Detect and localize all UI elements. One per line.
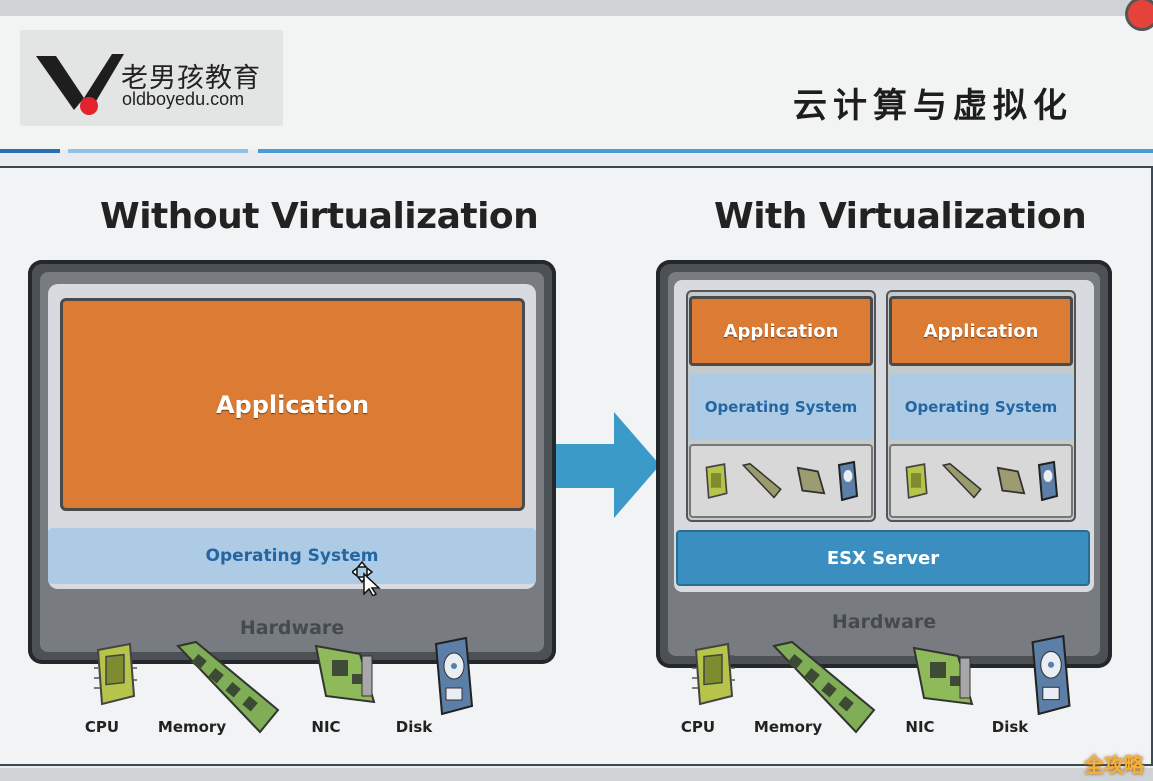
disk-drive-icon: [434, 636, 474, 716]
vm1-application-layer: Application: [689, 296, 873, 366]
cpu-label: CPU: [84, 718, 120, 736]
esx-server-layer: ESX Server: [676, 530, 1090, 586]
record-indicator-icon: [1128, 0, 1153, 28]
nic-label: NIC: [905, 718, 935, 736]
disk-label: Disk: [991, 718, 1029, 736]
slide-title: 云计算与虚拟化: [793, 86, 1073, 126]
memory-label: Memory: [753, 718, 823, 736]
vm2-os-label: Operating System: [904, 398, 1058, 416]
esx-server-label: ESX Server: [826, 547, 940, 569]
vm2-application-layer: Application: [889, 296, 1073, 366]
hardware-label: Hardware: [239, 617, 345, 639]
without-hardware-label-area: Hardware: [40, 608, 544, 648]
watermark-text: 全攻略: [1084, 753, 1144, 777]
memory-module-icon: [742, 463, 783, 499]
disk-drive-icon: [838, 461, 859, 501]
vm2-application-label: Application: [923, 320, 1039, 342]
cpu-chip-icon: [94, 642, 137, 706]
nic-label: NIC: [311, 718, 341, 736]
logo-url-text: oldboyedu.com: [122, 89, 245, 109]
cpu-chip-icon: [692, 642, 735, 706]
nic-card-icon: [796, 466, 826, 495]
memory-module-icon: [176, 640, 280, 734]
hardware-label: Hardware: [831, 611, 937, 633]
bottom-bar: [0, 768, 1153, 781]
vm1-os-label: Operating System: [704, 398, 858, 416]
arrow-right-icon: [556, 412, 660, 518]
os-label: Operating System: [205, 546, 379, 566]
vm2-virtual-hardware: [889, 444, 1073, 518]
memory-module-icon: [772, 640, 876, 734]
header-stripe: [0, 149, 1153, 153]
with-hardware-label-area: Hardware: [668, 600, 1100, 644]
move-cursor-icon: [352, 560, 381, 596]
cpu-chip-icon: [705, 463, 728, 499]
vm2-os-layer: Operating System: [889, 374, 1073, 440]
logo-v-mark-icon: [36, 54, 124, 115]
disk-label: Disk: [395, 718, 433, 736]
memory-label: Memory: [157, 718, 227, 736]
vm1-os-layer: Operating System: [689, 374, 873, 440]
vm1-virtual-hardware: [689, 444, 873, 518]
disk-drive-icon: [1031, 634, 1071, 716]
logo-chinese-text: 老男孩教育: [121, 63, 261, 94]
memory-module-icon: [942, 463, 983, 499]
without-virtualization-title: Without Virtualization: [100, 196, 539, 237]
without-os-layer: Operating System: [48, 528, 536, 584]
nic-card-icon: [314, 644, 376, 704]
with-virtualization-title: With Virtualization: [714, 196, 1087, 237]
application-label: Application: [215, 390, 370, 419]
nic-card-icon: [912, 646, 974, 706]
without-application-layer: Application: [60, 298, 525, 511]
cpu-chip-icon: [905, 463, 928, 499]
vm1-application-label: Application: [723, 320, 839, 342]
top-bar: [0, 0, 1153, 16]
nic-card-icon: [996, 466, 1026, 495]
disk-drive-icon: [1038, 461, 1059, 501]
cpu-label: CPU: [680, 718, 716, 736]
